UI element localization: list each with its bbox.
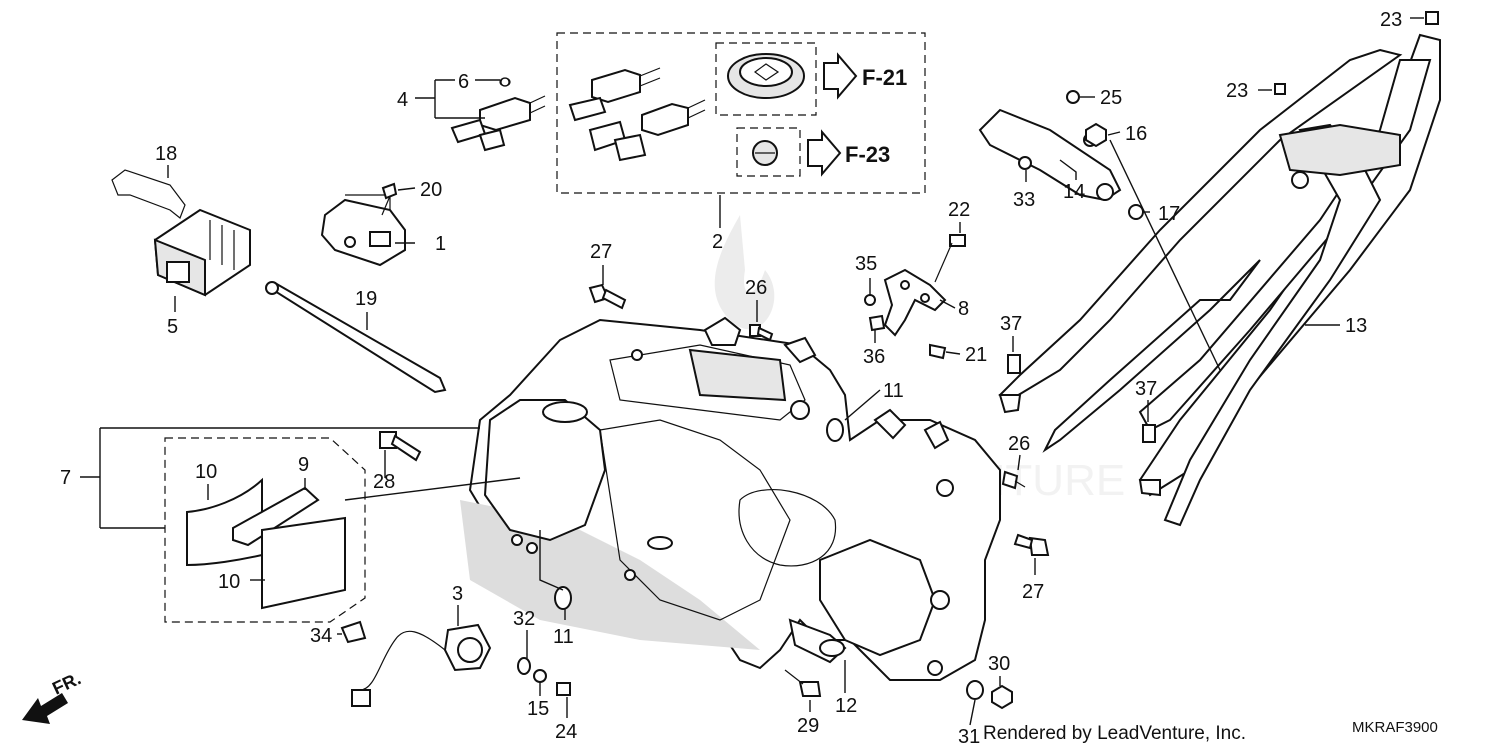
hardware [379,11,1439,710]
callout-34: 34 [310,625,332,647]
callout-3: 3 [452,583,463,605]
callout-37b: 37 [1135,378,1157,400]
unit-1[interactable] [320,194,406,267]
ref-f21[interactable]: F-21 [862,65,907,90]
callout-12: 12 [835,695,857,717]
callout-8: 8 [958,298,969,320]
callout-26b: 26 [1008,433,1030,455]
callout-13: 13 [1345,315,1367,337]
callout-11b: 11 [553,626,574,648]
insulator-set-7[interactable] [164,437,366,623]
callout-9: 9 [298,454,309,476]
callout-30: 30 [988,653,1010,675]
credit-text: Rendered by LeadVenture, Inc. [983,723,1246,744]
callout-19: 19 [355,288,377,310]
callout-1: 1 [435,233,446,255]
callout-27b: 27 [1022,581,1044,603]
callout-22: 22 [948,199,970,221]
callout-37a: 37 [1000,313,1022,335]
key-set-box: F-21 F-23 [556,32,926,194]
callout-28: 28 [373,471,395,493]
key-4[interactable] [450,77,546,152]
callout-18: 18 [155,143,177,165]
ecu-5[interactable] [111,169,251,297]
callout-10a: 10 [195,461,217,483]
callout-5: 5 [167,316,178,338]
front-arrow-icon: FR. [22,668,84,724]
rear-subframe[interactable] [998,33,1441,527]
callout-36: 36 [863,346,885,368]
callout-33: 33 [1013,189,1035,211]
callout-14: 14 [1063,181,1085,203]
bracket-14[interactable] [978,108,1122,202]
callout-7: 7 [60,467,71,489]
callout-23b: 23 [1226,80,1248,102]
sensor-3[interactable] [340,620,492,707]
callout-31: 31 [958,726,980,748]
callout-35: 35 [855,253,877,275]
callout-23a: 23 [1380,9,1402,31]
callout-4: 4 [397,89,408,111]
fr-label: FR. [49,668,84,698]
rod-19[interactable] [265,281,447,394]
callout-11a: 11 [883,380,904,402]
callout-10b: 10 [218,571,240,593]
stay-8[interactable] [883,268,947,337]
callout-29: 29 [797,715,819,737]
callout-16: 16 [1125,123,1147,145]
callout-26a: 26 [745,277,767,299]
diagram-code: MKRAF3900 [1352,719,1438,736]
callout-2: 2 [712,231,723,253]
main-frame[interactable] [460,316,1001,681]
callout-24: 24 [555,721,577,743]
callout-27a: 27 [590,241,612,263]
callout-17: 17 [1158,203,1180,225]
callouts: 2 4 6 18 20 1 5 19 7 10 9 10 28 27 26 22… [60,9,1402,748]
callout-32: 32 [513,608,535,630]
callout-15: 15 [527,698,549,720]
callout-20: 20 [420,179,442,201]
leader-lines [80,17,1424,726]
callout-21: 21 [965,344,987,366]
ref-f23[interactable]: F-23 [845,142,890,167]
callout-25: 25 [1100,87,1122,109]
callout-6: 6 [458,71,469,93]
